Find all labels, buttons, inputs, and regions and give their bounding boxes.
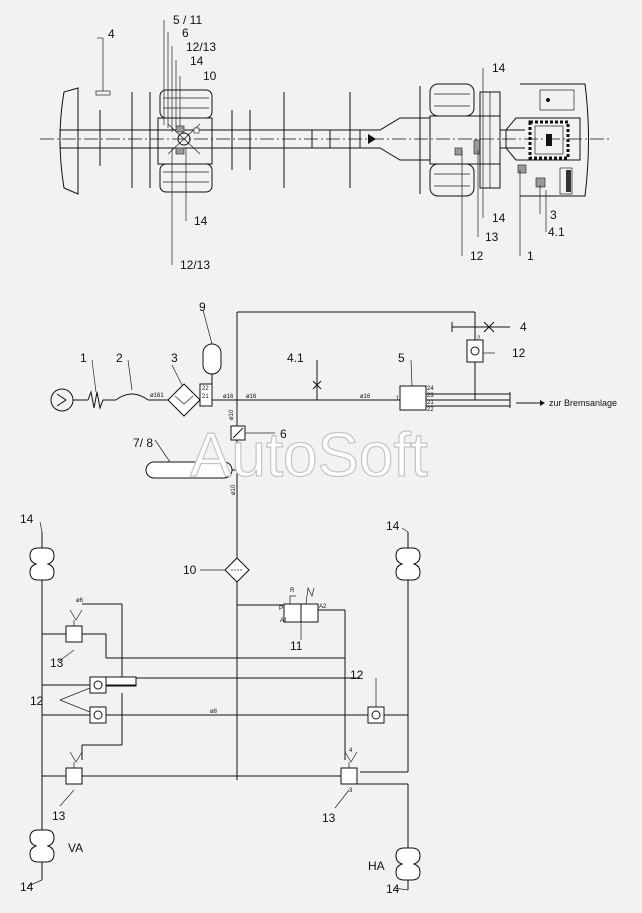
front-bumper [59,87,79,195]
label-14: 14 [492,61,506,75]
label-11: 11 [290,639,303,653]
rear-wheel-bottom [429,163,475,197]
port-number: 21 [427,400,434,406]
port-number: 2 [477,336,481,342]
label-7-8: 7/ 8 [133,436,153,450]
watermark: AutoSoft [190,421,428,490]
label-1: 1 [80,351,87,365]
levelling-valve-upper-left [65,625,83,643]
port-number: 4 [349,748,353,754]
label-4: 4 [520,320,527,334]
label-12: 12 [470,249,484,263]
label-10: 10 [203,69,217,83]
label-4-1: 4.1 [287,351,304,365]
label-12: 12 [512,346,526,360]
label-3: 3 [550,208,557,222]
label-6: 6 [280,427,287,441]
label-5: 5 [398,351,405,365]
label-14: 14 [386,519,400,533]
label-14: 14 [20,880,34,894]
air-spring-front-left [29,547,55,581]
compressor-symbol [50,388,74,412]
port-number: 22 [427,407,434,413]
check-valve-12-left-a [89,676,107,694]
label-3: 3 [171,351,178,365]
label-14: 14 [386,882,400,896]
air-spring-front-bottom [29,829,55,863]
line-size: ø16 [360,394,371,400]
label-5-11: 5 / 11 [173,13,202,27]
label-13: 13 [52,809,66,823]
label-9: 9 [199,300,206,314]
line-size: ø16 [223,394,234,400]
label-6: 6 [182,26,189,40]
label-14: 14 [190,54,204,68]
port-number: 3 [349,788,353,794]
label-12: 12 [350,668,364,682]
port-letter: A1 [280,618,288,624]
label-13: 13 [50,656,64,670]
line-size: ø10 [229,409,235,420]
label-14: 14 [20,512,34,526]
check-valve-12-right [367,706,385,724]
valve-12-top [466,339,484,363]
label-ha: HA [368,859,385,873]
pneumatic-schematic [27,309,545,891]
label-1: 1 [527,249,534,263]
port-number: 23 [427,393,434,399]
port-number: 24 [427,386,434,392]
line-size: ø10 [231,484,237,495]
label-14: 14 [194,214,208,228]
brake-system-label: zur Bremsanlage [549,398,617,408]
reservoir-9 [202,343,222,375]
label-12: 12 [30,694,44,708]
port-number: 22 [202,386,209,392]
port-number: 21 [202,394,209,400]
flex-hose [87,390,116,410]
engine-block [505,117,581,161]
label-13: 13 [322,811,336,825]
air-dryer [167,383,201,417]
label-2: 2 [116,351,123,365]
air-spring-rear-bottom [395,847,421,881]
label-va: VA [68,841,83,855]
line-size: ø8 [210,709,218,715]
label-13: 13 [485,230,499,244]
line-size: ø6 [76,598,84,604]
label-12-13: 12/13 [186,40,216,54]
levelling-valve-lower-right [340,767,358,785]
port-letter: P [279,606,283,612]
rear-wheel-top [429,83,475,117]
label-14: 14 [492,211,506,225]
label-4-1: 4.1 [548,225,565,239]
check-valve-12-left-b [89,706,107,724]
levelling-valve-lower-left [65,767,83,785]
line-size: ø16 [246,394,257,400]
chassis-top-view [40,20,610,265]
port-number: 1 [396,396,400,402]
port-letter: A2 [319,604,327,610]
port-letter: R [290,588,295,594]
label-10: 10 [183,563,197,577]
label-12-13: 12/13 [180,258,210,272]
label-4: 4 [108,27,115,41]
manifold-5 [399,385,427,411]
line-size: ø161 [150,393,164,399]
air-spring-rear-right [395,547,421,581]
